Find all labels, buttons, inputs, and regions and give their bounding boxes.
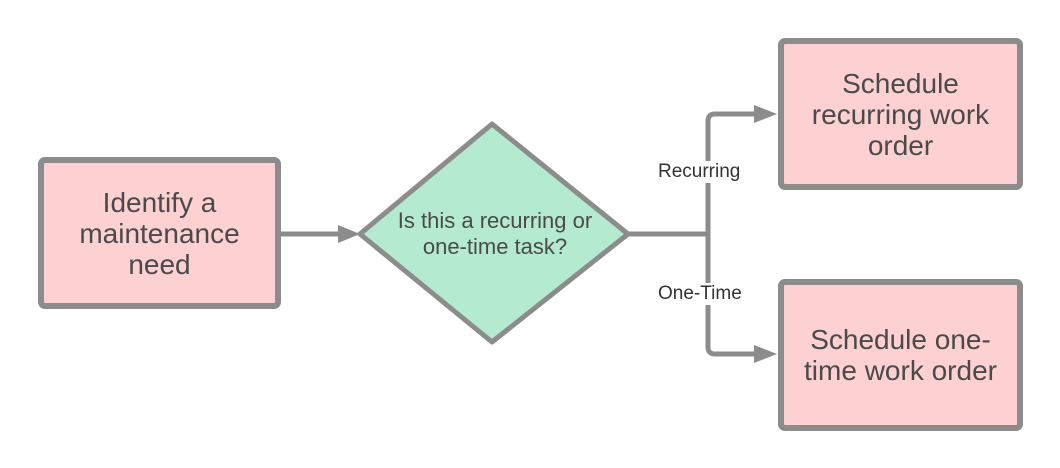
node-schedule-recurring[interactable]: Schedule recurring work order	[778, 38, 1023, 190]
node-identify-need-label: Identify a maintenance need	[79, 186, 240, 280]
arrowhead-to-decision	[338, 225, 360, 243]
edge-to-recurring	[705, 111, 756, 234]
decision-diamond[interactable]	[357, 121, 631, 345]
node-schedule-recurring-label: Schedule recurring work order	[811, 67, 990, 161]
edge-to-onetime	[705, 234, 756, 357]
arrowhead-to-recurring	[754, 105, 777, 123]
node-schedule-onetime-label: Schedule one-time work order	[804, 324, 997, 386]
edge-label-recurring: Recurring	[655, 161, 744, 183]
node-schedule-onetime[interactable]: Schedule one-time work order	[778, 279, 1023, 431]
arrowhead-to-onetime	[754, 345, 777, 363]
edge-label-onetime: One-Time	[655, 283, 745, 305]
decision-label: Is this a recurring or one-time task?	[397, 208, 593, 259]
node-identify-need[interactable]: Identify a maintenance need	[38, 157, 281, 309]
